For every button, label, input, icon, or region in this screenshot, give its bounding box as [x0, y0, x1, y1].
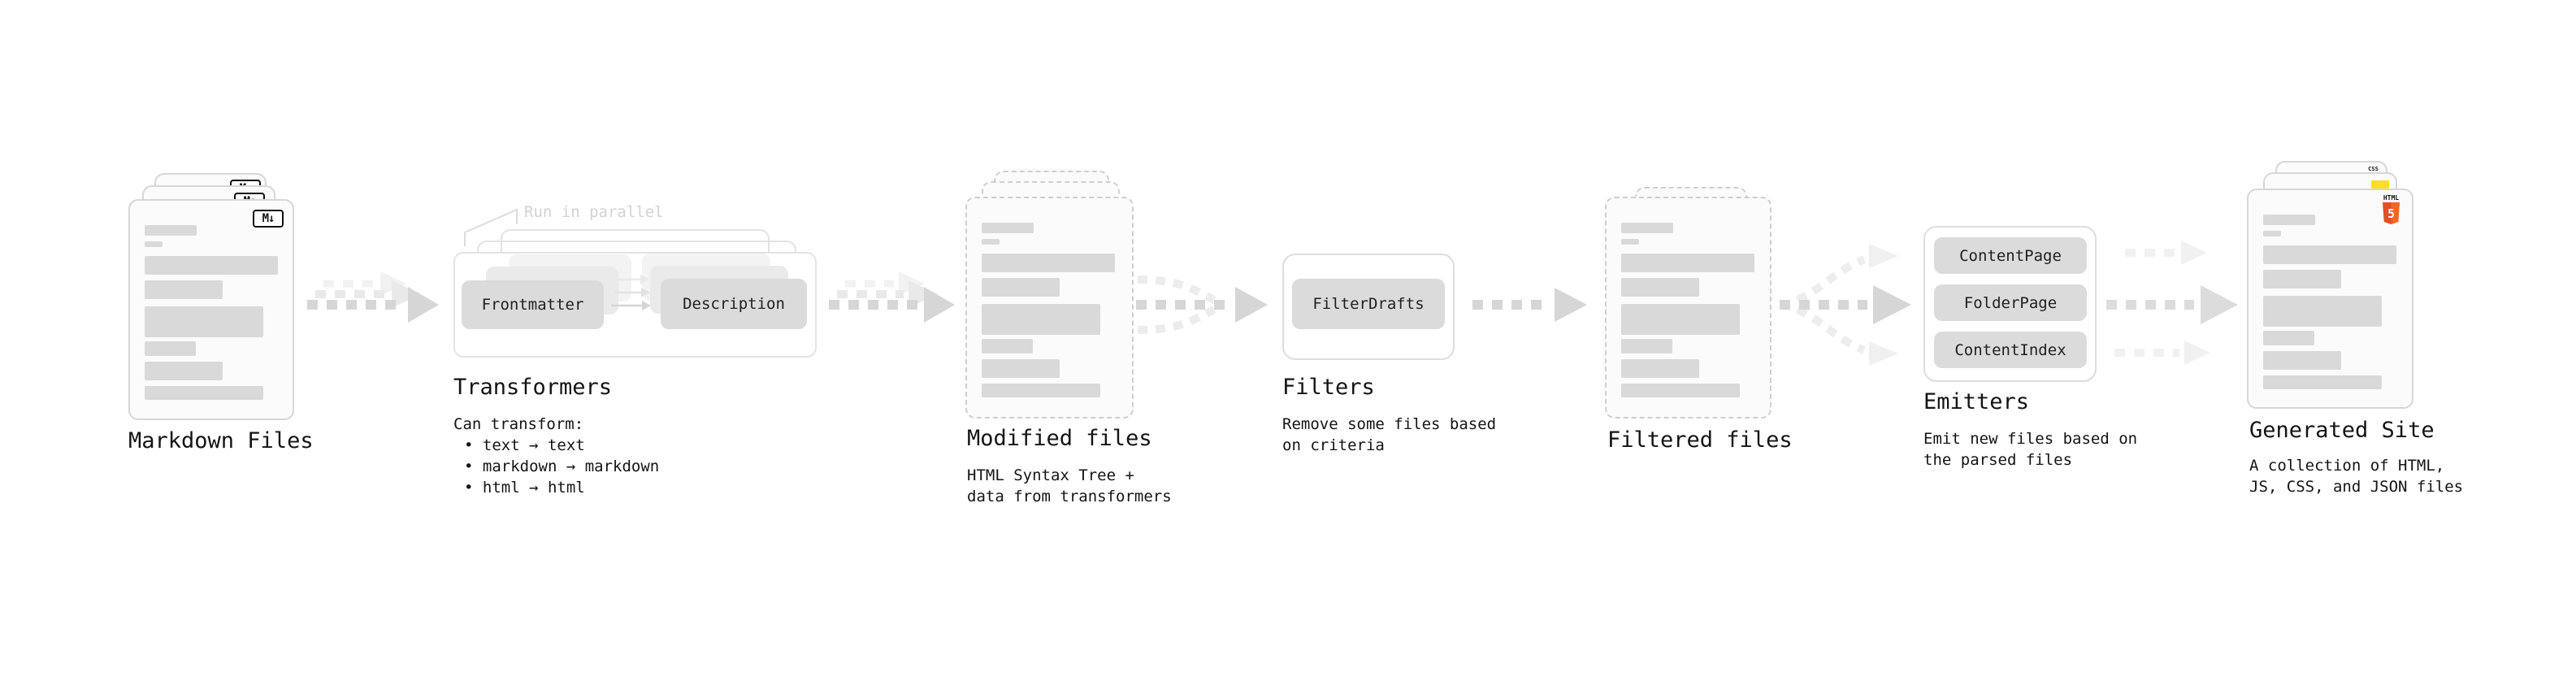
- skeleton-bar: [2263, 245, 2396, 264]
- skeleton-bar: [1621, 359, 1699, 378]
- caption-line: Remove some files based: [1282, 415, 1497, 433]
- arrow-modified-to-filters-icon: [1136, 275, 1268, 334]
- caption-line: on criteria: [1282, 436, 1385, 454]
- arrow-markdown-to-transformers-icon: [307, 271, 439, 323]
- modified-files-caption: HTML Syntax Tree + data from transformer…: [967, 465, 1172, 507]
- skeleton-bar: [982, 254, 1115, 272]
- skeleton-bar: [145, 306, 263, 337]
- contentindex-pill: ContentIndex: [1934, 332, 2087, 368]
- javascript-icon: [2371, 180, 2389, 191]
- arrow-transformers-to-modified-icon: [829, 271, 955, 323]
- run-in-parallel-annotation: Run in parallel: [524, 203, 664, 221]
- skeleton-bar: [145, 256, 278, 275]
- skeleton-bar: [1621, 384, 1740, 397]
- caption-line: A collection of HTML,: [2249, 457, 2445, 475]
- skeleton-bar: [2263, 331, 2314, 345]
- caption-line: Emit new files based on: [1923, 430, 2138, 448]
- skeleton-bar: [982, 384, 1100, 397]
- modified-files-label: Modified files: [967, 426, 1152, 451]
- skeleton-bar: [1621, 254, 1754, 272]
- skeleton-bar: [2263, 231, 2281, 236]
- markdown-file-card-front: M↓: [128, 199, 294, 420]
- transformers-label: Transformers: [453, 375, 613, 400]
- caption-line: Can transform:: [453, 415, 584, 433]
- modified-file-card-front: [965, 197, 1134, 419]
- generated-site-caption: A collection of HTML, JS, CSS, and JSON …: [2249, 455, 2463, 497]
- markdown-files-label: Markdown Files: [128, 428, 314, 453]
- frontmatter-pill: Frontmatter: [462, 280, 604, 329]
- filtered-file-card-front: [1605, 197, 1772, 419]
- skeleton-bar: [982, 359, 1060, 378]
- skeleton-bar: [145, 241, 163, 247]
- skeleton-bar: [982, 304, 1100, 335]
- caption-line: HTML Syntax Tree +: [967, 466, 1134, 484]
- css-badge-text: CSS: [2368, 166, 2379, 172]
- generated-site-label: Generated Site: [2249, 418, 2435, 443]
- skeleton-bar: [2263, 375, 2382, 389]
- skeleton-bar: [2263, 351, 2341, 370]
- skeleton-bar: [982, 278, 1060, 297]
- skeleton-bar: [982, 339, 1033, 354]
- skeleton-bar: [1621, 223, 1673, 233]
- skeleton-bar: [145, 225, 197, 236]
- generated-html-card: HTML 5: [2247, 189, 2413, 409]
- transformers-caption: Can transform: • text → text • markdown …: [453, 414, 659, 498]
- filters-caption: Remove some files based on criteria: [1282, 414, 1496, 456]
- skeleton-bar: [982, 239, 1000, 245]
- caption-bullet: • markdown → markdown: [464, 458, 660, 475]
- emitters-label: Emitters: [1923, 389, 2030, 414]
- filterdrafts-pill: FilterDrafts: [1292, 279, 1445, 329]
- markdown-icon: M↓: [253, 210, 284, 228]
- skeleton-bar: [1621, 278, 1699, 297]
- filters-label: Filters: [1282, 375, 1375, 400]
- skeleton-bar: [1621, 339, 1672, 354]
- html-badge-text: HTML: [2383, 194, 2399, 202]
- caption-line: the parsed files: [1923, 451, 2073, 469]
- arrow-filters-to-filtered-icon: [1472, 288, 1587, 322]
- skeleton-bar: [982, 223, 1034, 233]
- html5-icon: HTML 5: [2380, 193, 2402, 230]
- arrow-filtered-to-emitters-icon: [1780, 244, 1911, 366]
- skeleton-bar: [1621, 304, 1740, 335]
- caption-bullet: • text → text: [464, 436, 585, 454]
- skeleton-bar: [2263, 270, 2341, 288]
- description-pill: Description: [661, 279, 807, 329]
- caption-bullet: • html → html: [464, 479, 585, 497]
- skeleton-bar: [145, 362, 223, 380]
- filtered-files-label: Filtered files: [1607, 427, 1793, 453]
- skeleton-bar: [1621, 239, 1639, 245]
- caption-line: data from transformers: [967, 488, 1172, 505]
- skeleton-bar: [145, 386, 263, 400]
- folderpage-pill: FolderPage: [1934, 284, 2087, 321]
- arrow-emitters-to-generated-icon: [2106, 241, 2238, 365]
- contentpage-pill: ContentPage: [1934, 237, 2087, 274]
- skeleton-bar: [145, 341, 196, 356]
- caption-line: JS, CSS, and JSON files: [2249, 478, 2464, 496]
- emitters-caption: Emit new files based on the parsed files: [1923, 428, 2137, 471]
- html5-shield-right: [2391, 202, 2400, 224]
- skeleton-bar: [2263, 215, 2315, 225]
- skeleton-bar: [145, 280, 223, 299]
- html-badge-number: 5: [2387, 206, 2395, 221]
- skeleton-bar: [2263, 296, 2382, 327]
